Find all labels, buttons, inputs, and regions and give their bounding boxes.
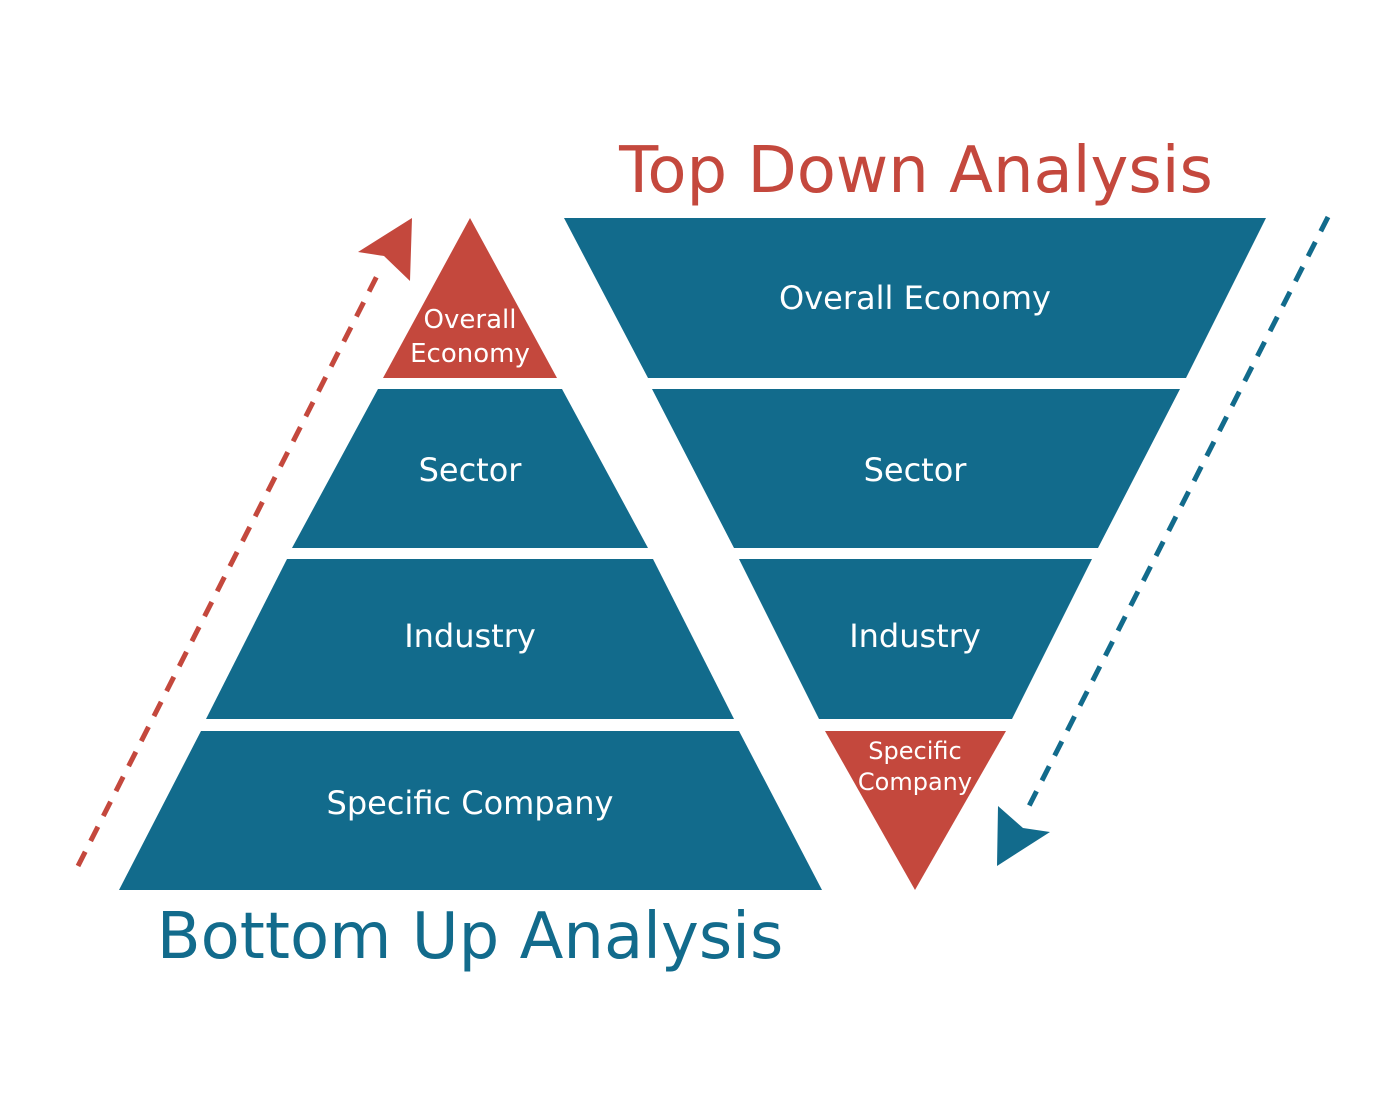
inverted-tier-specific-company-label-line1: Specific xyxy=(868,737,961,765)
inverted-tier-sector-label: Sector xyxy=(864,451,968,489)
top-down-title: Top Down Analysis xyxy=(618,134,1213,208)
pyramid-tier-specific-company xyxy=(119,731,822,890)
bottom-up-pyramid: Overall Economy Sector Industry Specific… xyxy=(119,218,822,890)
pyramid-tier-industry-label: Industry xyxy=(404,617,536,655)
pyramid-tier-overall-economy-label-line2: Economy xyxy=(410,339,530,369)
pyramid-tier-sector-label: Sector xyxy=(419,451,523,489)
pyramid-tier-industry xyxy=(206,559,734,719)
top-down-arrowhead-icon xyxy=(997,806,1050,866)
bottom-up-title: Bottom Up Analysis xyxy=(157,900,784,974)
pyramid-tier-overall-economy-label-line1: Overall xyxy=(424,305,517,335)
inverted-tier-specific-company xyxy=(825,731,1006,890)
pyramid-tier-sector xyxy=(292,389,648,548)
pyramid-tier-specific-company-label: Specific Company xyxy=(327,784,614,822)
bottom-up-arrow xyxy=(75,218,412,868)
inverted-tier-overall-economy xyxy=(564,218,1266,378)
inverted-tier-industry-label: Industry xyxy=(849,617,981,655)
top-down-pyramid: Overall Economy Sector Industry Specific… xyxy=(564,218,1266,890)
inverted-tier-overall-economy-label: Overall Economy xyxy=(779,279,1051,317)
pyramid-tier-overall-economy xyxy=(383,218,557,378)
inverted-tier-industry xyxy=(739,559,1092,719)
inverted-tier-specific-company-label-line2: Company xyxy=(858,768,972,796)
top-down-arrow xyxy=(997,215,1331,866)
bottom-up-arrowhead-icon xyxy=(358,218,412,281)
inverted-tier-sector xyxy=(652,389,1180,548)
